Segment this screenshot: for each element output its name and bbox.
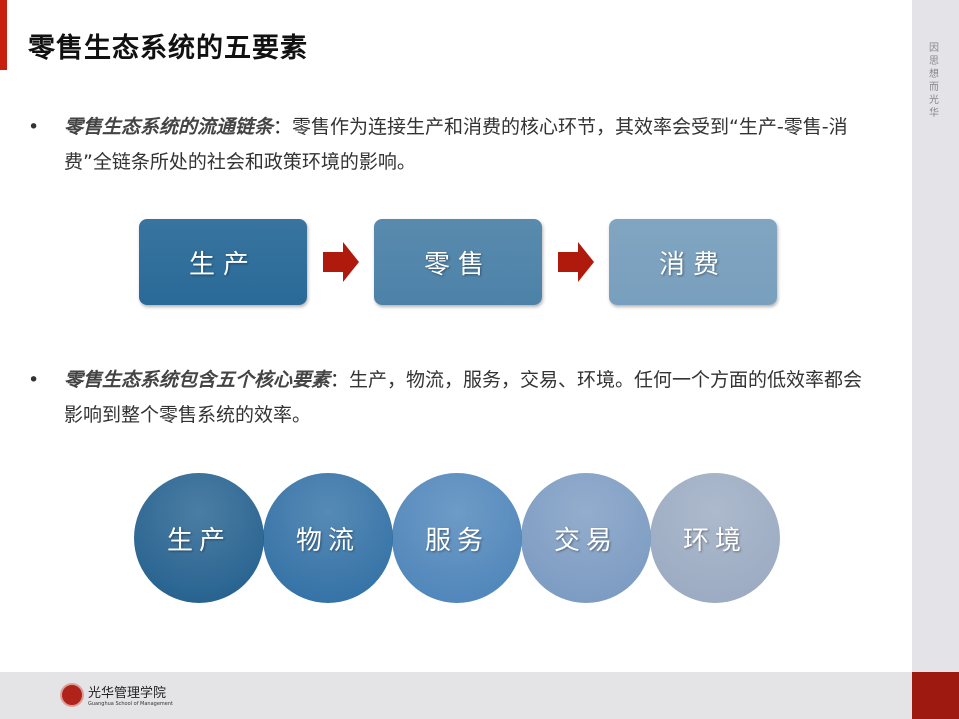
school-logo: 光华管理学院 Guanghua School of Management: [60, 682, 173, 707]
bullet-marker: •: [28, 116, 40, 138]
element-production: 生产: [134, 473, 264, 603]
bullet-1-emphasis: 零售生态系统的流通链条: [64, 116, 274, 138]
bullet-2-text: ：生产，物流，服务，交易、环境。任何一个方面的低效率都会影响到整个零售系统的效率…: [64, 369, 863, 426]
footer: [0, 672, 912, 719]
arrow-right-icon: [558, 242, 594, 282]
arrow-right-icon: [323, 242, 359, 282]
seal-icon: [60, 682, 84, 707]
element-transaction: 交易: [521, 473, 651, 603]
bullet-marker: •: [28, 369, 40, 391]
bullet-2-emphasis: 零售生态系统包含五个核心要素: [64, 369, 331, 391]
sidebar: [912, 0, 959, 672]
bullet-1: 零售生态系统的流通链条：零售作为连接生产和消费的核心环节，其效率会受到“生产-零…: [64, 110, 894, 180]
bullet-1-text: ：零售作为连接生产和消费的核心环节，其效率会受到“生产-零售-消费”全链条所处的…: [64, 116, 848, 173]
slide-title: 零售生态系统的五要素: [28, 33, 308, 64]
logo-cn: 光华管理学院: [88, 686, 167, 701]
bullet-2: 零售生态系统包含五个核心要素：生产，物流，服务，交易、环境。任何一个方面的低效率…: [64, 363, 864, 433]
element-environment: 环境: [650, 473, 780, 603]
flow-box-production: 生产: [139, 219, 307, 305]
element-service: 服务: [392, 473, 522, 603]
sidebar-slogan: 因思想 而光华: [929, 43, 939, 119]
corner-block: [912, 672, 959, 719]
flow-box-consumption: 消费: [609, 219, 777, 305]
flow-box-retail: 零售: [374, 219, 542, 305]
logo-en: Guanghua School of Management: [88, 701, 173, 707]
element-logistics: 物流: [263, 473, 393, 603]
title-accent-bar: [0, 0, 7, 70]
